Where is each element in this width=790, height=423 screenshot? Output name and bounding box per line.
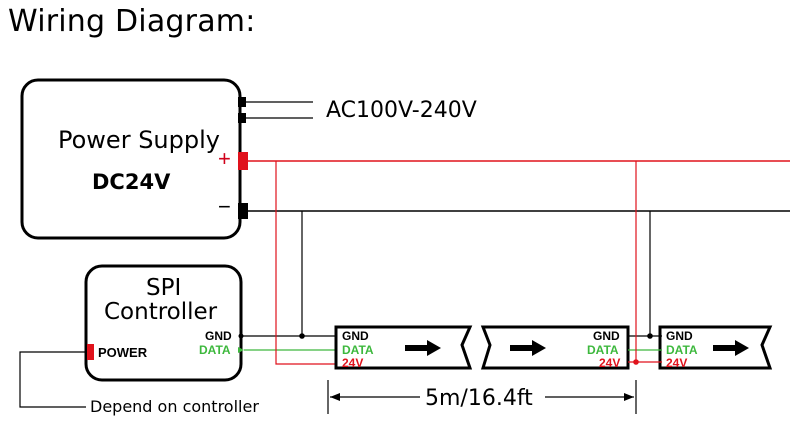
- strip-3-gnd-label: GND: [666, 329, 693, 343]
- power-supply-box: [20, 78, 242, 240]
- controller-power-label: POWER: [98, 345, 148, 360]
- positive-terminal: [238, 152, 248, 170]
- strip-2-24v-label: 24V: [599, 356, 621, 370]
- gnd-junction-2: [647, 333, 653, 339]
- strip-1-24v-label: 24V: [342, 356, 364, 370]
- strip-3-data-label: DATA: [666, 343, 698, 357]
- controller-power-terminal: [87, 344, 94, 360]
- strip-arrow-3: [713, 340, 749, 356]
- power-supply-label: Power Supply: [58, 126, 220, 154]
- ac-terminal-2: [238, 113, 246, 123]
- controller-data-label: DATA: [199, 343, 231, 357]
- strip-1-gnd-label: GND: [342, 329, 369, 343]
- strip-2-data-label: DATA: [587, 343, 619, 357]
- plus-sign: +: [218, 146, 231, 171]
- controller-power-note: Depend on controller: [90, 397, 259, 416]
- power-supply-voltage: DC24V: [92, 170, 171, 194]
- positive-junction-2: [633, 359, 639, 365]
- controller-name-line1: SPI: [146, 275, 182, 301]
- segment-length-label: 5m/16.4ft: [425, 386, 533, 411]
- controller-name-line2: Controller: [104, 299, 218, 325]
- led-strip-1: [334, 325, 473, 370]
- positive-drop-1: [275, 161, 340, 365]
- spi-controller-box: [84, 264, 243, 382]
- controller-gnd-label: GND: [205, 329, 232, 343]
- dimension-arrow-right: [624, 393, 634, 401]
- strip-arrow-2: [510, 340, 546, 356]
- page-title: Wiring Diagram:: [8, 4, 256, 39]
- led-strip-2: [480, 325, 630, 370]
- gnd-junction-1: [299, 333, 305, 339]
- strip-arrow-1: [405, 340, 441, 356]
- controller-power-wire: [19, 351, 87, 408]
- dimension-arrow-left: [330, 393, 340, 401]
- ac-input-label: AC100V-240V: [326, 98, 477, 123]
- strip-2-gnd-label: GND: [593, 329, 620, 343]
- strip-1-data-label: DATA: [342, 343, 374, 357]
- controller-data-arrow: [238, 347, 244, 353]
- strip-3-24v-label: 24V: [666, 356, 688, 370]
- negative-terminal: [238, 203, 248, 219]
- ac-terminal-1: [238, 97, 246, 107]
- minus-sign: −: [218, 194, 231, 219]
